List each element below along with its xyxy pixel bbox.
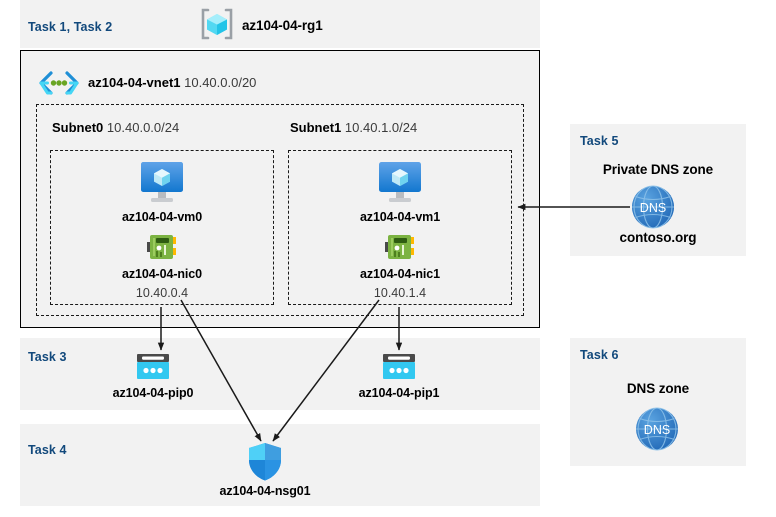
nic0-ip: 10.40.0.4 [135,286,189,300]
task5-zone-name: contoso.org [619,230,697,245]
public-ip-address-icon [135,352,171,382]
task-label-5: Task 5 [580,134,619,148]
nsg-label: az104-04-nsg01 [219,484,311,498]
pip0-label: az104-04-pip0 [112,386,194,400]
subnet1-header: Subnet1 10.40.1.0/24 [290,120,417,135]
public-ip-address-icon [381,352,417,382]
network-interface-icon [145,232,179,264]
subnet1-cidr: 10.40.1.0/24 [344,120,418,135]
subnet0-name: Subnet0 [52,120,104,135]
task-label-4: Task 4 [28,443,67,457]
virtual-machine-icon [136,160,188,206]
virtual-network-icon [38,70,80,96]
dns-globe-icon: DNS [634,406,680,452]
nic1-label: az104-04-nic1 [360,267,440,281]
vm1-label: az104-04-vm1 [359,210,441,224]
dns-globe-icon: DNS [630,184,676,230]
resource-group-cube-icon [200,8,234,40]
subnet0-cidr: 10.40.0.0/24 [106,120,180,135]
nic1-ip: 10.40.1.4 [373,286,427,300]
pip1-label: az104-04-pip1 [358,386,440,400]
virtual-machine-icon [374,160,426,206]
vnet-header: az104-04-vnet1 10.40.0.0/20 [88,75,256,90]
task-label-6: Task 6 [580,348,619,362]
subnet0-box [50,150,274,305]
subnet0-header: Subnet0 10.40.0.0/24 [52,120,179,135]
svg-text:DNS: DNS [644,423,670,437]
task6-heading: DNS zone [626,381,690,396]
network-interface-icon [383,232,417,264]
task5-heading: Private DNS zone [602,162,714,177]
vnet-cidr: 10.40.0.0/20 [184,75,257,90]
subnet1-name: Subnet1 [290,120,342,135]
subnet1-box [288,150,512,305]
vnet-name: az104-04-vnet1 [88,75,181,90]
nic0-label: az104-04-nic0 [122,267,202,281]
task-label-3: Task 3 [28,350,67,364]
task-label-1-2: Task 1, Task 2 [28,20,113,34]
resource-group-header-band [20,0,540,48]
vnet-container [20,50,540,328]
svg-text:DNS: DNS [640,201,666,215]
network-security-group-shield-icon [246,441,284,483]
resource-group-name: az104-04-rg1 [242,18,323,33]
vm0-label: az104-04-vm0 [121,210,203,224]
